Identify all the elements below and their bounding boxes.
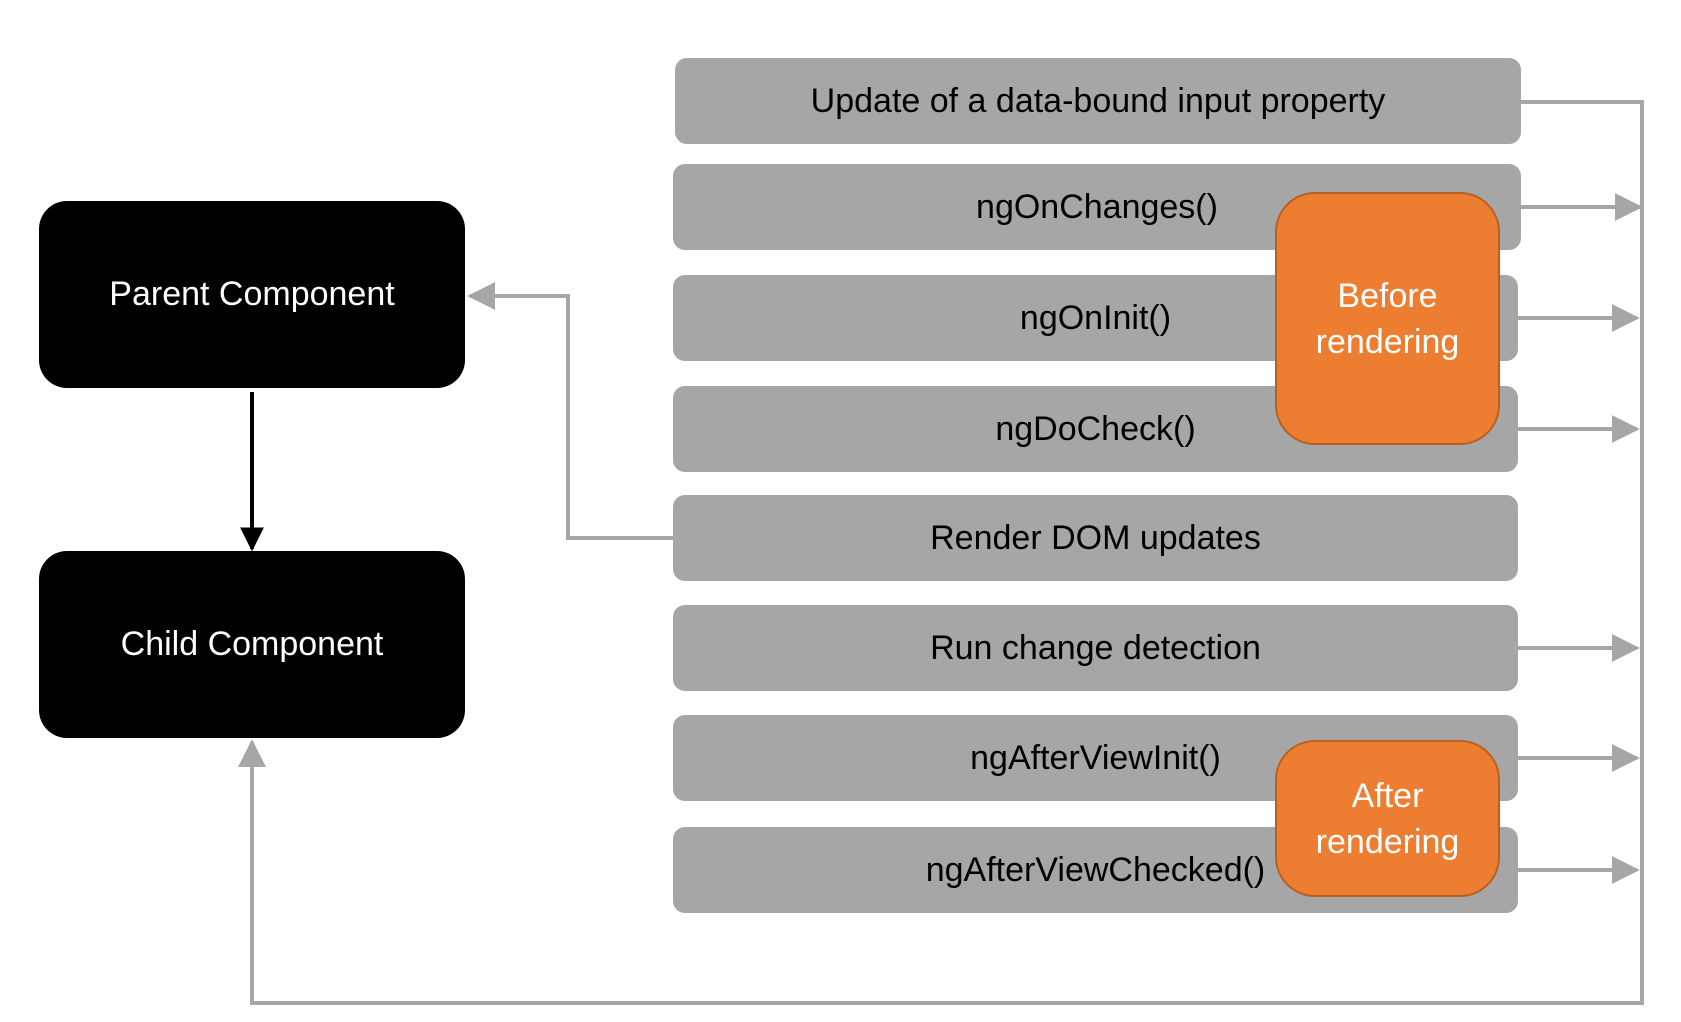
child-component-box: Child Component: [39, 551, 465, 738]
before-rendering-phase: Before rendering: [1275, 192, 1500, 445]
step-label: ngAfterViewChecked(): [925, 850, 1266, 889]
step-label: Update of a data-bound input property: [810, 81, 1386, 120]
feedback-loop-line: [238, 100, 1644, 1005]
phase-label-line-2: rendering: [1315, 322, 1460, 361]
after-rendering-phase: After rendering: [1275, 740, 1500, 897]
parent-component-box: Parent Component: [39, 201, 465, 388]
step-update-input-property: Update of a data-bound input property: [675, 58, 1521, 144]
parent-component-label: Parent Component: [109, 275, 395, 313]
step-label: ngAfterViewInit(): [970, 738, 1221, 777]
render-to-parent-arrow: [467, 282, 673, 540]
phase-label-line-1: Before: [1337, 276, 1438, 315]
step-run-change-detection: Run change detection: [673, 605, 1518, 691]
child-component-label: Child Component: [120, 625, 384, 663]
step-label: ngDoCheck(): [995, 409, 1196, 448]
phase-label-line-2: rendering: [1315, 822, 1460, 861]
step-render-dom-updates: Render DOM updates: [673, 495, 1518, 581]
step-label: ngOnChanges(): [976, 187, 1218, 226]
step-label: ngOnInit(): [1019, 298, 1172, 337]
phase-label-line-1: After: [1351, 776, 1424, 815]
step-label: Run change detection: [930, 628, 1261, 667]
step-label: Render DOM updates: [930, 518, 1261, 557]
